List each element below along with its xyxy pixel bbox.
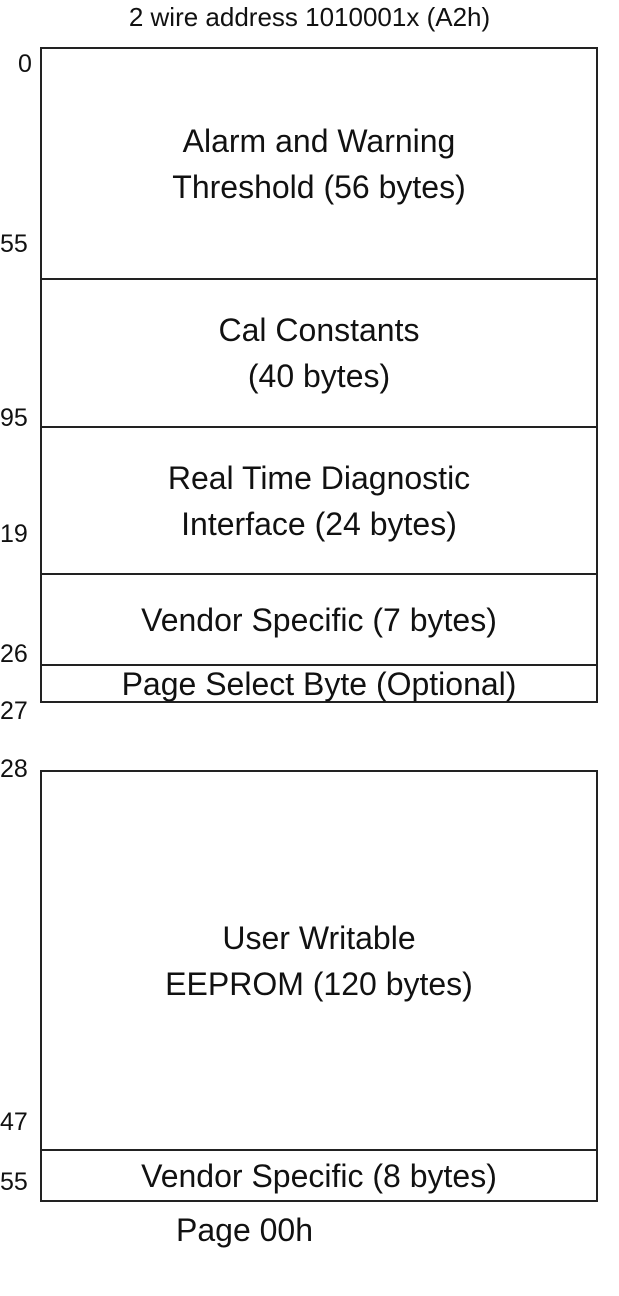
vendor-specific-8-block: Vendor Specific (8 bytes) xyxy=(42,1149,596,1200)
block-line: Interface (24 bytes) xyxy=(181,505,457,542)
block-line: User Writable xyxy=(222,919,416,956)
upper-memory-map: Alarm and Warning Threshold (56 bytes) C… xyxy=(40,47,598,703)
address-label: 28 xyxy=(0,755,28,783)
block-line: Threshold (56 bytes) xyxy=(172,168,466,205)
block-line: Cal Constants xyxy=(218,312,420,348)
block-line: (40 bytes) xyxy=(247,358,391,394)
real-time-diagnostic-block: Real Time Diagnostic Interface (24 bytes… xyxy=(42,426,596,573)
page-caption: Page 00h xyxy=(176,1212,314,1248)
address-label: 26 xyxy=(0,640,28,668)
block-line: Vendor Specific (8 bytes) xyxy=(141,1157,497,1194)
block-line: Alarm and Warning xyxy=(182,122,456,159)
address-label: 47 xyxy=(0,1108,28,1136)
alarm-warning-threshold-block: Alarm and Warning Threshold (56 bytes) xyxy=(42,49,596,278)
page-select-byte-block: Page Select Byte (Optional) xyxy=(42,664,596,701)
address-label: 19 xyxy=(0,520,28,548)
address-label: 27 xyxy=(0,697,28,725)
cal-constants-block: Cal Constants (40 bytes) xyxy=(42,278,596,426)
address-label: 55 xyxy=(0,1168,28,1196)
diagram-title: 2 wire address 1010001x (A2h) xyxy=(128,2,491,32)
address-label: 0 xyxy=(18,50,32,78)
vendor-specific-7-block: Vendor Specific (7 bytes) xyxy=(42,573,596,664)
address-label: 95 xyxy=(0,404,28,432)
block-line: Page Select Byte (Optional) xyxy=(121,665,517,702)
address-label: 55 xyxy=(0,230,28,258)
block-line: EEPROM (120 bytes) xyxy=(165,965,473,1002)
block-line: Vendor Specific (7 bytes) xyxy=(141,601,497,638)
block-line: Real Time Diagnostic xyxy=(167,459,471,496)
user-writable-eeprom-block: User Writable EEPROM (120 bytes) xyxy=(42,772,596,1149)
lower-memory-map: User Writable EEPROM (120 bytes) Vendor … xyxy=(40,770,598,1202)
